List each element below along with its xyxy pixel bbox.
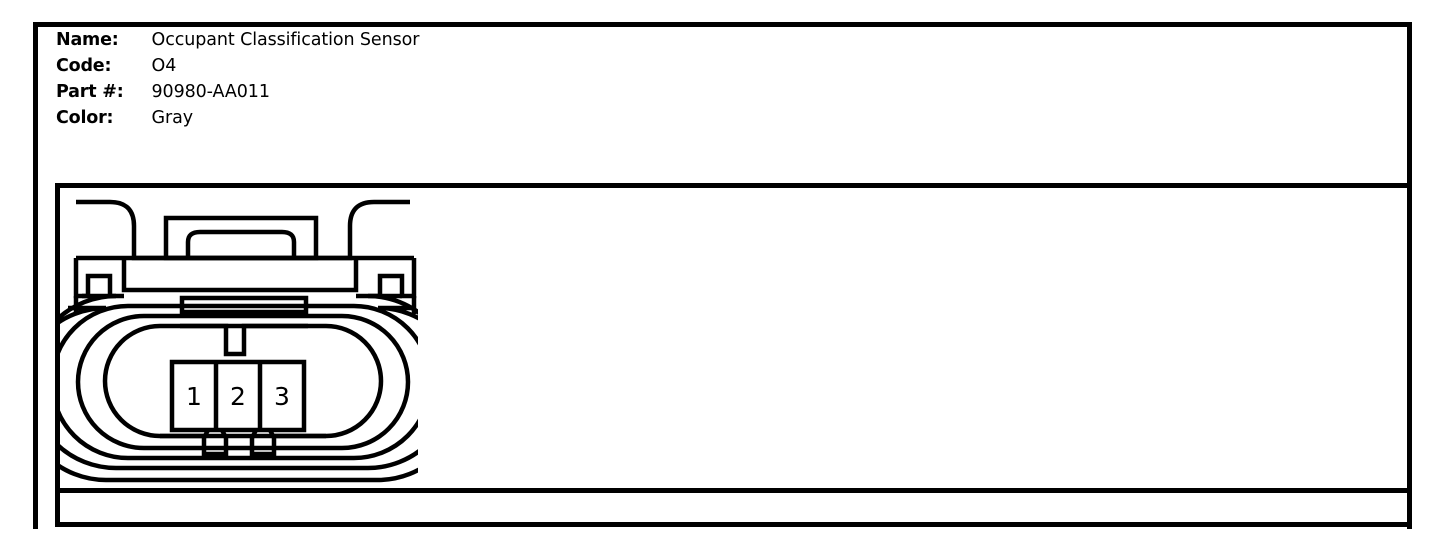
connector-drawing-svg: 1 2 3 — [58, 199, 418, 483]
housing-ring-3 — [58, 303, 418, 461]
connector-diagram: 1 2 3 — [58, 186, 418, 486]
housing-ring-1 — [58, 305, 418, 483]
frame-right-border — [1407, 22, 1412, 529]
notes-strip-bottom-border — [55, 522, 1412, 527]
table-row: Part #: 90980-AA011 — [56, 82, 419, 108]
table-row: Name: Occupant Classification Sensor — [56, 30, 419, 56]
spec-value-color: Gray — [151, 108, 194, 128]
top-tab-plate — [179, 295, 309, 315]
spec-label-part-number: Part #: — [56, 82, 124, 102]
spec-value-name: Occupant Classification Sensor — [151, 30, 420, 50]
lever-pad — [185, 229, 297, 258]
spec-label-name: Name: — [56, 30, 119, 50]
table-row: Code: O4 — [56, 56, 419, 82]
terminal-row-box — [169, 359, 307, 433]
shoulder-notch-left — [73, 258, 124, 299]
spec-label-color: Color: — [56, 108, 114, 128]
spec-value-part-number: 90980-AA011 — [151, 82, 270, 102]
shoulder-band — [121, 258, 359, 293]
frame-left-border — [33, 22, 38, 529]
spec-label-code: Code: — [56, 56, 112, 76]
retainer-tab-left — [201, 428, 229, 457]
diagram-panel-top-border — [55, 183, 1412, 188]
spec-value-code: O4 — [151, 56, 177, 76]
key-notch — [180, 323, 308, 357]
pin-number-3: 3 — [274, 382, 290, 411]
housing-ring-2 — [58, 293, 418, 471]
retainer-tab-right — [249, 428, 277, 457]
frame-top-border — [33, 22, 1412, 27]
table-row: Color: Gray — [56, 108, 419, 134]
pin-number-2: 2 — [230, 382, 246, 411]
diagram-panel-bottom-border — [55, 488, 1412, 493]
shoulder-notch-right — [356, 258, 417, 299]
lever-plate — [163, 215, 319, 261]
housing-ring-4 — [75, 313, 411, 451]
connector-outline-group — [58, 199, 418, 483]
specification-table: Name: Occupant Classification Sensor Cod… — [56, 30, 419, 134]
pin-number-1: 1 — [186, 382, 202, 411]
